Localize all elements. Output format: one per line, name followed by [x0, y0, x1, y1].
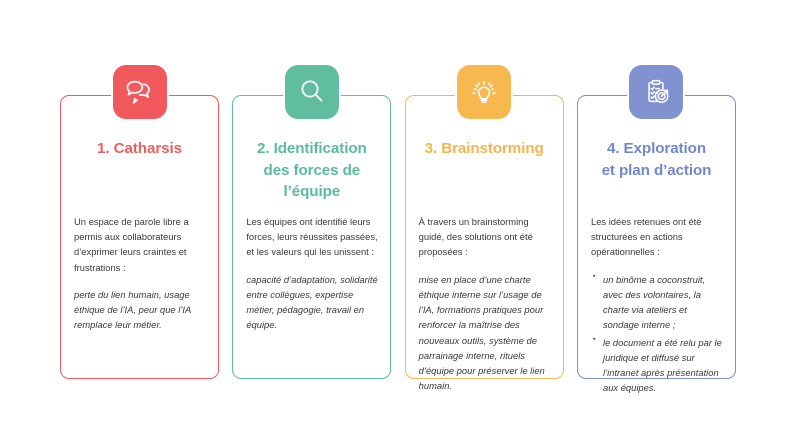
card-title: 3. Brainstorming	[406, 96, 563, 160]
card-title-line: des forces de	[263, 161, 361, 179]
card-title: 4. Exploration et plan d’action	[578, 96, 735, 181]
card-body: Un espace de parole libre a permis aux c…	[74, 214, 206, 333]
clipboard-target-icon	[629, 65, 684, 119]
card-intro-text: Les équipes ont identifié leurs forces, …	[246, 216, 378, 258]
card-intro-text: À travers un brainstorming guidé, des so…	[418, 216, 533, 258]
card-body: À travers un brainstorming guidé, des so…	[419, 214, 551, 394]
list-item: un binôme a coconstruit, avec des volont…	[593, 271, 723, 333]
card-title-line: 2. Identification	[256, 140, 367, 157]
card-title-line: 1. Catharsis	[97, 140, 182, 157]
card-intro-text: Les idées retenues ont été structurées e…	[590, 216, 702, 258]
card-detail-text: perte du lien humain, usage éthique de l…	[74, 288, 191, 331]
card-intro-text: Un espace de parole libre a permis aux c…	[74, 216, 189, 273]
card-title: 2. Identification des forces de l’équipe	[233, 96, 390, 203]
card-identification[interactable]: 2. Identification des forces de l’équipe…	[232, 65, 392, 379]
card-exploration[interactable]: 4. Exploration et plan d’action Les idée…	[576, 65, 736, 393]
speech-bubbles-icon	[112, 65, 167, 119]
card-title: 1. Catharsis	[61, 96, 218, 160]
lightbulb-icon	[457, 65, 512, 119]
card-row: 1. Catharsis Un espace de parole libre a…	[60, 65, 736, 393]
card-title-line: l’équipe	[283, 183, 341, 201]
card-title-line: 4. Exploration	[606, 140, 706, 157]
card-detail-text: capacité d’adaptation, solidarité entre …	[246, 273, 378, 331]
card-action-list: un binôme a coconstruit, avec des volont…	[591, 271, 723, 396]
card-title-line: 3. Brainstorming	[424, 140, 544, 157]
card-title-line: et plan d’action	[601, 161, 712, 179]
card-body: Les équipes ont identifié leurs forces, …	[246, 214, 378, 333]
card-body: Les idées retenues ont été structurées e…	[591, 214, 723, 398]
card-catharsis[interactable]: 1. Catharsis Un espace de parole libre a…	[60, 65, 219, 379]
card-brainstorming[interactable]: 3. Brainstorming À travers un brainstorm…	[404, 65, 564, 391]
list-item: le document a été relu par le juridique …	[593, 334, 723, 396]
magnifier-icon	[284, 65, 339, 119]
card-detail-text: mise en place d’une charte éthique inter…	[418, 273, 545, 392]
